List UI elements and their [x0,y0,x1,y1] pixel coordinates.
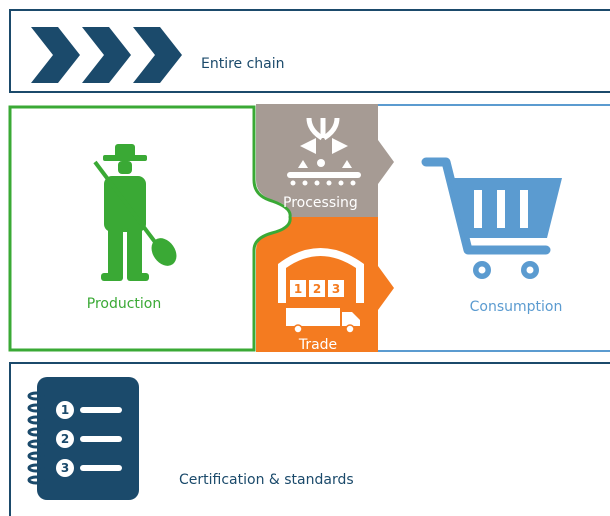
trade-label: Trade [298,337,338,353]
production-panel [8,105,292,352]
box-number-1: 1 [294,282,302,296]
shopping-cart-icon [421,157,562,279]
processing-block [256,104,394,217]
numbered-notebook-icon [27,377,139,500]
certification-panel [9,362,610,516]
entire-chain-panel [9,9,610,93]
list-number-2: 2 [61,432,69,446]
list-number-3: 3 [61,461,69,475]
box-number-2: 2 [313,282,321,296]
production-label: Production [86,296,162,312]
chevrons-icon [31,27,182,83]
farmer-icon [93,144,177,281]
warehouse-truck-icon [278,248,364,334]
conveyor-icon [287,117,361,186]
certification-label: Certification & standards [179,472,354,488]
consumption-panel [372,104,610,352]
box-number-3: 3 [332,282,340,296]
entire-chain-label: Entire chain [201,56,285,72]
processing-label: Processing [283,195,358,211]
consumption-label: Consumption [469,299,563,315]
list-number-1: 1 [61,403,69,417]
